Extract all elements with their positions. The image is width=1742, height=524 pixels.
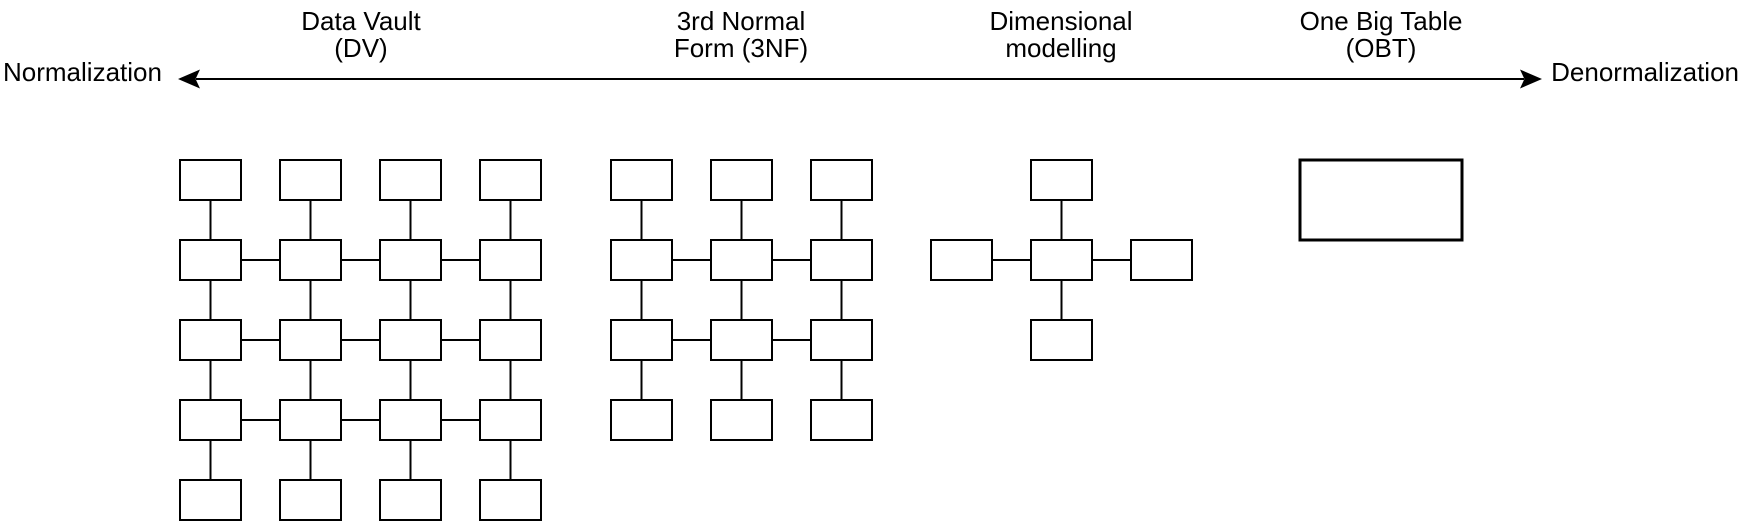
data-vault-table-box: [279, 239, 342, 281]
third-normal-form-table-box: [710, 239, 773, 281]
third-normal-form-table-box: [610, 239, 673, 281]
one-big-table-label-line2: (OBT): [1345, 33, 1417, 63]
third-normal-form-table-box: [810, 319, 873, 361]
third-normal-form-table-box: [810, 159, 873, 201]
arrowhead-left: [178, 69, 200, 89]
third-normal-form-table-box: [710, 399, 773, 441]
data-vault-table-box: [179, 239, 242, 281]
third-normal-form-table-box: [610, 399, 673, 441]
dimensional-modelling-table-box: [1130, 239, 1193, 281]
one-big-table-table-box: [1298, 158, 1464, 242]
data-vault-table-box: [479, 479, 542, 521]
dimensional-modelling-table-box: [930, 239, 993, 281]
data-vault-table-box: [379, 479, 442, 521]
third-normal-form-table-box: [610, 319, 673, 361]
data-vault-table-box: [179, 479, 242, 521]
data-vault-table-box: [379, 399, 442, 441]
data-vault-table-box: [279, 479, 342, 521]
data-vault-label: Data Vault (DV): [301, 8, 420, 62]
normalization-label: Normalization: [3, 57, 162, 87]
third-normal-form-label-line2: Form (3NF): [673, 33, 809, 63]
data-vault-table-box: [479, 399, 542, 441]
third-normal-form-table-box: [810, 399, 873, 441]
denormalization-label: Denormalization: [1551, 57, 1739, 87]
data-vault-table-box: [179, 399, 242, 441]
third-normal-form-label: 3rd Normal Form (3NF): [674, 8, 808, 62]
dimensional-modelling-table-box: [1030, 319, 1093, 361]
data-vault-table-box: [479, 159, 542, 201]
third-normal-form-table-box: [810, 239, 873, 281]
third-normal-form-table-box: [710, 319, 773, 361]
data-vault-table-box: [479, 239, 542, 281]
data-vault-label-line2: (DV): [334, 33, 388, 63]
data-vault-label-line1: Data Vault: [301, 6, 421, 36]
third-normal-form-table-box: [610, 159, 673, 201]
third-normal-form-table-box: [710, 159, 773, 201]
dimensional-modelling-label-line1: Dimensional: [989, 6, 1133, 36]
data-vault-table-box: [279, 399, 342, 441]
one-big-table-label-line1: One Big Table: [1299, 6, 1463, 36]
dimensional-modelling-label: Dimensional modelling: [989, 8, 1132, 62]
one-big-table-label: One Big Table (OBT): [1300, 8, 1463, 62]
data-vault-table-box: [379, 319, 442, 361]
dimensional-modelling-table-box: [1030, 239, 1093, 281]
data-vault-table-box: [279, 319, 342, 361]
data-vault-table-box: [479, 319, 542, 361]
dimensional-modelling-label-line2: modelling: [1005, 33, 1117, 63]
dimensional-modelling-table-box: [1030, 159, 1093, 201]
data-vault-table-box: [379, 239, 442, 281]
arrowhead-right: [1520, 69, 1542, 89]
third-normal-form-label-line1: 3rd Normal: [676, 6, 806, 36]
data-vault-table-box: [179, 159, 242, 201]
data-vault-table-box: [279, 159, 342, 201]
data-vault-table-box: [179, 319, 242, 361]
data-vault-table-box: [379, 159, 442, 201]
